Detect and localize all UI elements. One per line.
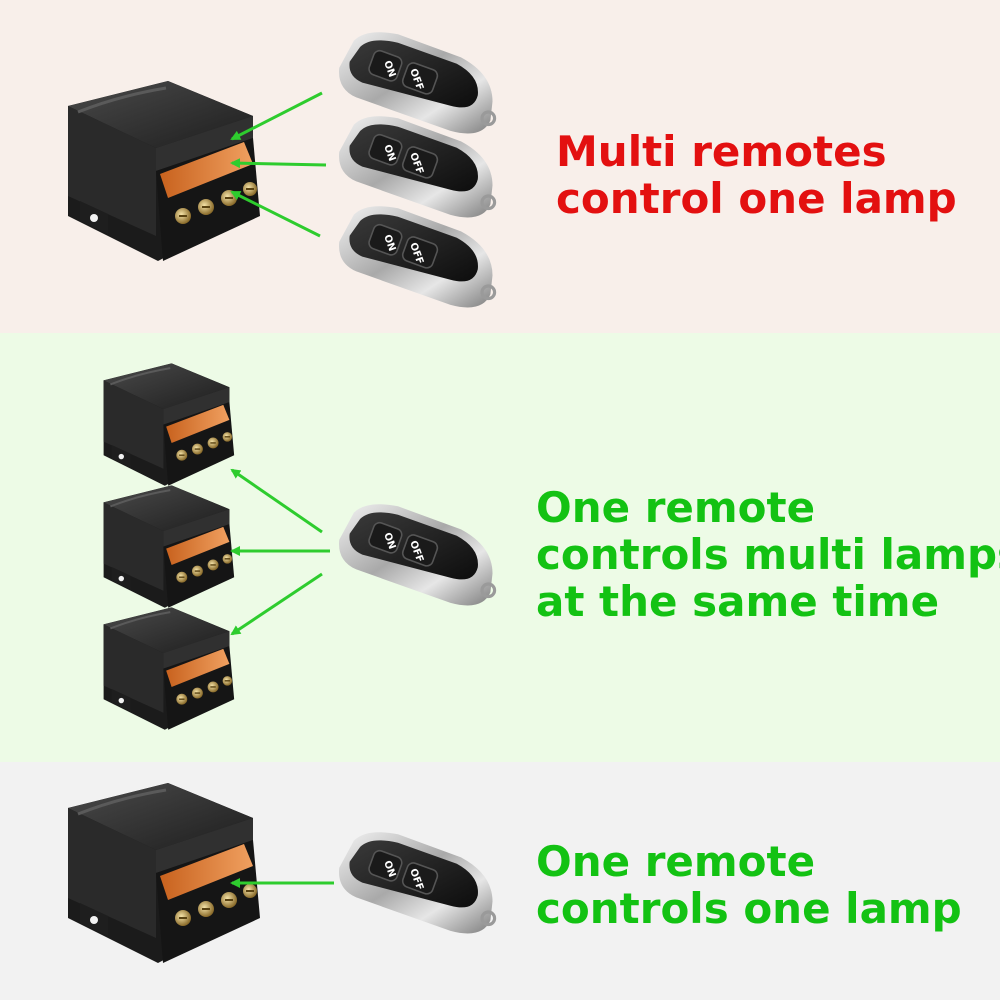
caption-multi-remotes: Multi remotes control one lamp bbox=[556, 128, 957, 222]
caption-line: control one lamp bbox=[556, 174, 957, 223]
caption-line: Multi remotes bbox=[556, 127, 887, 176]
caption-one-remote-one-lamp: One remote controls one lamp bbox=[536, 838, 962, 932]
caption-line: One remote bbox=[536, 837, 816, 886]
caption-line: One remote bbox=[536, 483, 816, 532]
caption-line: controls multi lamps bbox=[536, 530, 1000, 579]
caption-one-remote-multi-lamps: One remote controls multi lamps at the s… bbox=[536, 484, 1000, 625]
caption-line: controls one lamp bbox=[536, 884, 962, 933]
caption-line: at the same time bbox=[536, 577, 940, 626]
